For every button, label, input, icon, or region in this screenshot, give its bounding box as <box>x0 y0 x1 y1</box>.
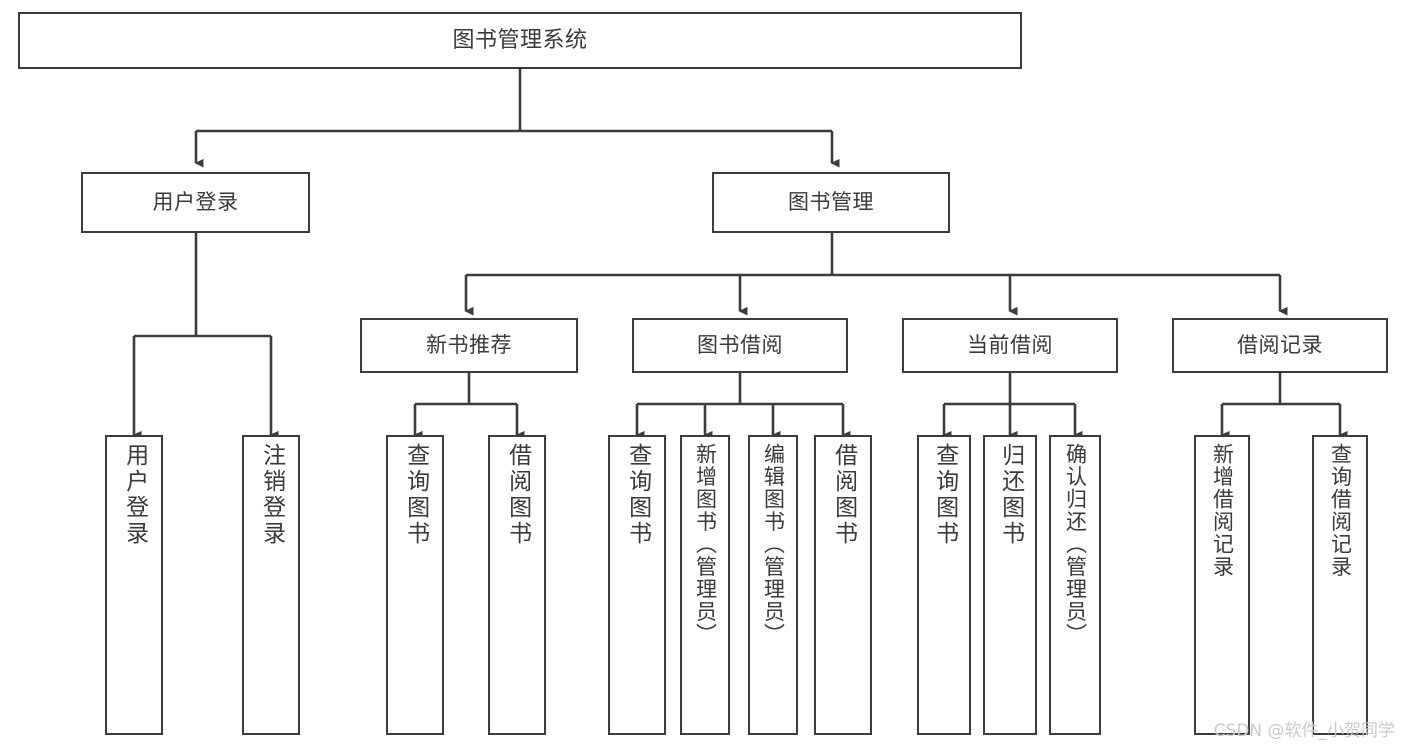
node-leaf-user-logout[interactable]: 注销登录 <box>242 435 300 735</box>
node-leaf-user-logout-label: 注销登录 <box>258 443 285 547</box>
node-leaf-user-login-label: 用户登录 <box>121 443 148 547</box>
node-borrow-record[interactable]: 借阅记录 <box>1172 318 1388 373</box>
node-leaf-query-book-3-label: 查询图书 <box>931 443 958 547</box>
node-borrow-record-label: 借阅记录 <box>1237 333 1323 358</box>
node-leaf-query-book-2[interactable]: 查询图书 <box>608 435 666 735</box>
node-leaf-query-record[interactable]: 查询借阅记录 <box>1312 435 1368 735</box>
node-root-label: 图书管理系统 <box>452 27 588 53</box>
node-new-book-rec[interactable]: 新书推荐 <box>360 318 578 373</box>
node-leaf-query-book-3[interactable]: 查询图书 <box>917 435 971 735</box>
node-leaf-confirm-return[interactable]: 确认归还（管理员） <box>1049 435 1101 735</box>
node-user-login-label: 用户登录 <box>152 190 239 215</box>
node-leaf-borrow-book-2[interactable]: 借阅图书 <box>814 435 872 735</box>
node-new-book-rec-label: 新书推荐 <box>426 333 512 358</box>
node-leaf-query-book-1[interactable]: 查询图书 <box>386 435 444 735</box>
watermark-text: CSDN @软件_小贺同学 <box>1213 721 1395 741</box>
node-leaf-add-record-label: 新增借阅记录 <box>1210 443 1235 578</box>
node-leaf-confirm-return-label: 确认归还（管理员） <box>1063 443 1088 646</box>
node-leaf-edit-book-label: 编辑图书（管理员） <box>761 443 786 646</box>
node-leaf-return-book[interactable]: 归还图书 <box>983 435 1037 735</box>
node-leaf-query-book-2-label: 查询图书 <box>624 443 651 547</box>
node-user-login[interactable]: 用户登录 <box>81 172 310 233</box>
node-leaf-query-book-1-label: 查询图书 <box>402 443 429 547</box>
node-book-borrow-label: 图书借阅 <box>697 333 783 358</box>
node-leaf-borrow-book-1[interactable]: 借阅图书 <box>488 435 546 735</box>
node-book-manage[interactable]: 图书管理 <box>712 172 950 233</box>
node-current-borrow-label: 当前借阅 <box>967 333 1053 358</box>
node-leaf-return-book-label: 归还图书 <box>997 443 1024 547</box>
node-current-borrow[interactable]: 当前借阅 <box>902 318 1118 373</box>
node-leaf-add-record[interactable]: 新增借阅记录 <box>1194 435 1250 735</box>
node-leaf-borrow-book-1-label: 借阅图书 <box>504 443 531 547</box>
node-root[interactable]: 图书管理系统 <box>18 12 1022 69</box>
node-leaf-edit-book[interactable]: 编辑图书（管理员） <box>748 435 798 735</box>
node-leaf-add-book-label: 新增图书（管理员） <box>693 443 718 646</box>
node-leaf-borrow-book-2-label: 借阅图书 <box>830 443 857 547</box>
node-leaf-query-record-label: 查询借阅记录 <box>1328 443 1353 578</box>
node-book-borrow[interactable]: 图书借阅 <box>632 318 848 373</box>
node-leaf-add-book[interactable]: 新增图书（管理员） <box>680 435 730 735</box>
node-book-manage-label: 图书管理 <box>788 190 874 215</box>
node-leaf-user-login[interactable]: 用户登录 <box>105 435 163 735</box>
